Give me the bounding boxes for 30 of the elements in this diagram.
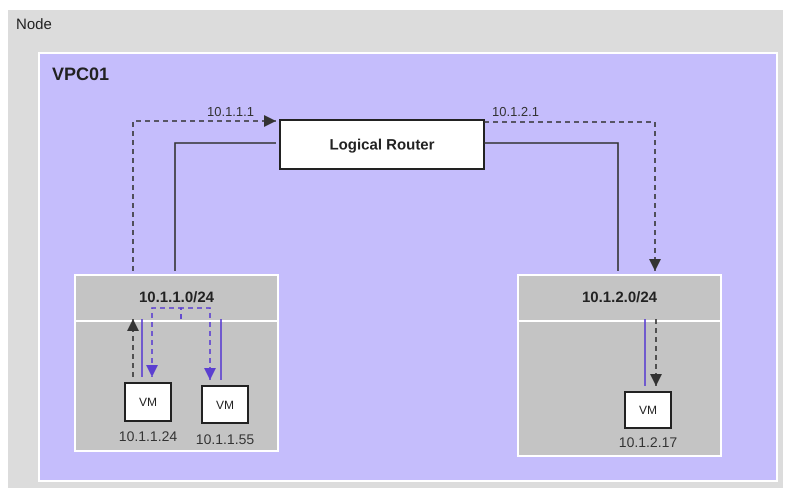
edge-label: 10.1.2.1: [490, 104, 541, 119]
panel-title: Node: [16, 16, 52, 33]
vm-box: [124, 382, 172, 422]
subnet-header: 10.1.2.0/24: [519, 276, 720, 322]
subnet-header: 10.1.1.0/24: [76, 276, 277, 322]
node-label: Logical Router: [328, 136, 436, 153]
arrow: [650, 319, 662, 386]
arrow: [127, 319, 139, 377]
connector-line: [141, 319, 143, 377]
subnet-panel: [517, 274, 722, 457]
connector-line: [644, 319, 646, 386]
arrow: [146, 307, 182, 377]
node-label: VM: [215, 398, 235, 412]
arrow: [484, 121, 661, 271]
ip-address-label: 10.1.2.17: [618, 434, 678, 450]
ip-address-label: 10.1.1.55: [194, 431, 256, 447]
connector-line: [220, 319, 222, 380]
node-label: VM: [138, 395, 158, 409]
node-label: VM: [638, 403, 658, 417]
subnet-panel: [74, 274, 279, 452]
connector-line: [484, 142, 619, 271]
connector-line: [174, 142, 276, 271]
ip-address-label: 10.1.1.24: [118, 428, 178, 444]
panel-title: VPC01: [52, 64, 110, 85]
arrow: [132, 115, 276, 271]
vm-box: [201, 385, 249, 424]
edge-label: 10.1.1.1: [205, 104, 256, 119]
router-box: [279, 119, 485, 170]
vm-box: [624, 391, 672, 429]
arrow: [180, 307, 216, 380]
